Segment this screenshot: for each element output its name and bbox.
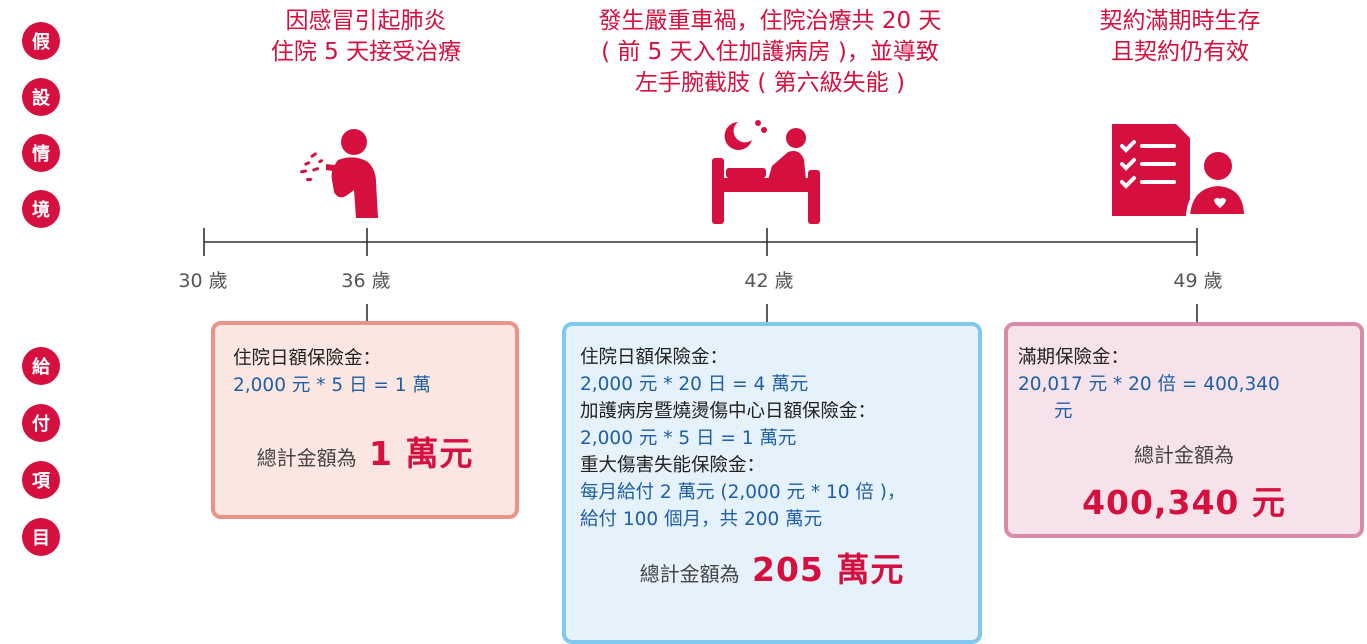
- hospital-bed-patient-icon: [712, 120, 820, 224]
- sidebar-char: 給: [22, 347, 60, 385]
- sidebar-char: 情: [22, 134, 60, 172]
- scenario-text: 契約滿期時生存 且契約仍有效: [1099, 8, 1261, 65]
- sidebar-char: 設: [22, 78, 60, 116]
- timeline: [203, 228, 1198, 322]
- benefit-total: 總計金額為 1 萬元: [233, 427, 497, 475]
- sidebar-char: 假: [22, 22, 60, 60]
- benefit-box: 滿期保險金： 20,017 元 * 20 倍 = 400,340 元 總計金額為…: [1004, 322, 1364, 538]
- benefit-line: 加護病房暨燒燙傷中心日額保險金：: [580, 401, 877, 422]
- total-amount: 1 萬元: [368, 434, 474, 473]
- age-label: 49 歲: [1173, 270, 1223, 292]
- benefit-line: 給付 100 個月，共 200 萬元: [580, 509, 823, 530]
- sidebar-char: 付: [22, 404, 60, 442]
- age-label: 30 歲: [178, 270, 228, 292]
- benefit-line: 滿期保險金：: [1018, 347, 1130, 368]
- benefit-line: 住院日額保險金：: [233, 348, 382, 369]
- benefit-line: 每月給付 2 萬元 (2,000 元 * 10 倍 )，: [580, 482, 906, 503]
- benefit-line: 元: [1054, 401, 1073, 422]
- sidebar-char: 項: [22, 461, 60, 499]
- sidebar-char: 目: [22, 518, 60, 556]
- benefit-line: 住院日額保險金：: [580, 347, 729, 368]
- benefit-line: 2,000 元 * 5 日 = 1 萬: [233, 375, 431, 396]
- benefit-total: 總計金額為 400,340 元: [1018, 439, 1350, 524]
- total-amount: 400,340 元: [1082, 483, 1286, 522]
- benefit-total: 總計金額為 205 萬元: [580, 543, 964, 591]
- benefit-box: 住院日額保險金： 2,000 元 * 5 日 = 1 萬 總計金額為 1 萬元: [211, 321, 519, 519]
- benefit-line: 2,000 元 * 5 日 = 1 萬元: [580, 428, 797, 449]
- total-label: 總計金額為: [1134, 443, 1234, 467]
- total-label: 總計金額為: [639, 562, 740, 586]
- benefit-box: 住院日額保險金： 2,000 元 * 20 日 = 4 萬元 加護病房暨燒燙傷中…: [562, 322, 982, 644]
- sidebar-char: 境: [22, 190, 60, 228]
- benefit-line: 2,000 元 * 20 日 = 4 萬元: [580, 374, 809, 395]
- total-amount: 205 萬元: [751, 550, 905, 589]
- age-label: 36 歲: [341, 270, 391, 292]
- coughing-person-icon: [300, 129, 378, 218]
- benefit-line: 重大傷害失能保險金：: [580, 455, 766, 476]
- benefit-line: 20,017 元 * 20 倍 = 400,340: [1018, 374, 1280, 395]
- total-label: 總計金額為: [256, 446, 357, 470]
- scenario-text: 發生嚴重車禍，住院治療共 20 天 ( 前 5 天入住加護病房 )，並導致 左手…: [598, 8, 942, 96]
- scenario-text: 因感冒引起肺炎 住院 5 天接受治療: [270, 8, 462, 65]
- age-label: 42 歲: [744, 270, 794, 292]
- checklist-person-icon: [1112, 124, 1246, 216]
